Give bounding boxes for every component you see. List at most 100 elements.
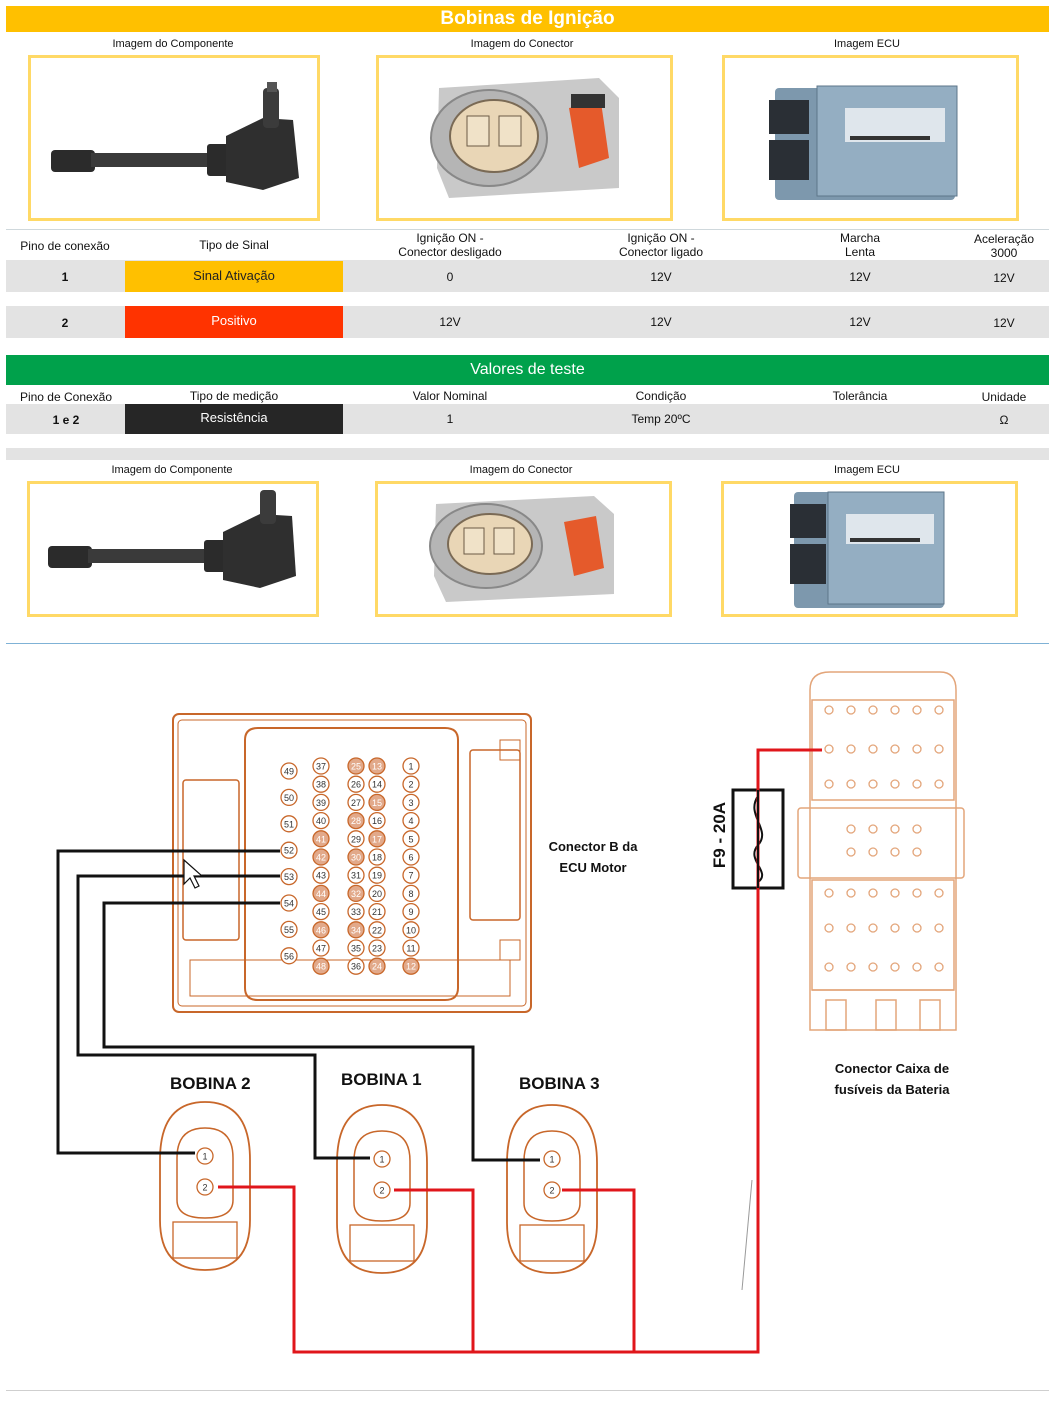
ecu-pin [402,757,420,775]
ecu-pin-label: 31 [351,871,361,881]
ecu-pin [347,939,365,957]
ecu-pin-label: 52 [284,846,294,856]
ecu-pin [347,921,365,939]
test-header-measure: Tipo de medição [189,389,279,403]
fuse-box-label: Conector Caixa de fusíveis da Bateria [812,1058,972,1100]
coil-connector-image [429,496,614,602]
ecu-pin [347,775,365,793]
ecu-pin [402,866,420,884]
ecu-pin [280,841,298,859]
ecu-pin [312,775,330,793]
header-pin: Pino de conexão [20,239,110,253]
ecu-pin-label: 35 [351,944,361,954]
coil-pin-label: 1 [379,1155,384,1165]
test-row-measure: Resistência [125,404,343,434]
fuse-box-pin [912,847,922,857]
connector-image-2 [375,481,672,617]
fuse-box-pin [934,779,944,789]
ecu-pin [312,757,330,775]
ecu-pin-label: 25 [351,762,361,772]
ecu-pin [402,921,420,939]
page-title: Bobinas de Ignição [6,6,1049,32]
ecu-pin-label: 13 [372,762,382,772]
ecu-pin [312,793,330,812]
coil-connector-body [506,1104,598,1274]
ecu-pin-label: 8 [408,889,413,899]
fuse-box-pin [824,962,834,972]
ecu-pin-grid: 4950515253545556373839404142434445464748… [280,757,420,975]
ecu-pin [312,884,330,903]
header-accel: Aceleração 3000 [958,232,1050,260]
fuse-box-pin [846,962,856,972]
row2-accel: 12V [993,316,1015,330]
ecu-pin [402,957,420,975]
fuse-box-pin [824,744,834,754]
fuse-box-pin [824,888,834,898]
ecu-pin [312,957,330,975]
fuse-box-pin [912,779,922,789]
header-idle-line1: Marcha [839,231,880,245]
ecu-pin-label: 48 [316,962,326,972]
row1-signal-type: Sinal Ativação [125,261,343,292]
coil-connector: 12 [159,1101,251,1271]
ecu-pin-label: 26 [351,780,361,790]
ecu-pin-label: 40 [316,816,326,826]
ecu-module-image [769,85,958,200]
ecu-pin-label: 38 [316,780,326,790]
fuse-box-pin [912,744,922,754]
ecu-pin-label: 43 [316,871,326,881]
ecu-pin-label: 27 [351,798,361,808]
test-row-condition: Temp 20ºC [631,412,691,426]
fuse-box-pin [912,705,922,715]
coil-connector-latch [349,1224,415,1262]
ecu-pin [347,884,365,903]
divider [6,229,1049,230]
ecu-pin [347,793,365,812]
fuse-box-pin [890,824,900,834]
coil-pin-label: 2 [549,1186,554,1196]
ecu-pin [312,939,330,957]
fuse-box-pin [934,962,944,972]
ecu-pin [368,757,386,775]
fuse-box-pin [824,779,834,789]
fuse-box-pin [824,705,834,715]
ecu-pin [347,811,365,830]
coil-connector: 12 [336,1104,428,1274]
ignition-coil-image [51,82,299,190]
coil-3-label: BOBINA 3 [519,1074,600,1093]
fuse-box-pin [868,847,878,857]
header-ign-on-line1: Ignição ON - [627,231,695,245]
divider [6,643,1049,644]
header-accel-line2: 3000 [990,246,1018,260]
fuse-box-label-line1: Conector Caixa de [834,1061,950,1076]
ecu-pin [280,894,298,912]
ecu-connector-label-line1: Conector B da [548,839,638,854]
fuse-box-pin [890,962,900,972]
fuse-label: F9 - 20A [710,801,729,869]
ecu-pin [368,939,386,957]
test-header-condition: Condição [635,389,687,403]
ecu-pin [347,757,365,775]
ecu-pin-label: 34 [351,925,361,935]
ecu-pin [280,920,298,939]
coil-connector-image [430,78,619,198]
fuse-box-pin [890,744,900,754]
ecu-pin [347,902,365,921]
fuse-box-pin [934,923,944,933]
ecu-pin-label: 53 [284,872,294,882]
coil-connector-inner [176,1127,234,1219]
fuse-box-pin [868,779,878,789]
test-values-title: Valores de teste [6,355,1049,385]
ecu-pin-label: 41 [316,834,326,844]
ecu-pin-label: 12 [406,962,416,972]
ecu-pin-label: 44 [316,889,326,899]
component-image [28,55,320,221]
header-ign-on: Ignição ON - Conector ligado [556,231,766,259]
ecu-pin [402,775,420,793]
ecu-pin-label: 1 [408,762,413,772]
coil-connector-inner [523,1130,581,1222]
ecu-pin-label: 15 [372,798,382,808]
test-row-pin: 1 e 2 [52,413,80,427]
ecu-pin-label: 16 [372,816,382,826]
row2-pin: 2 [61,316,69,330]
